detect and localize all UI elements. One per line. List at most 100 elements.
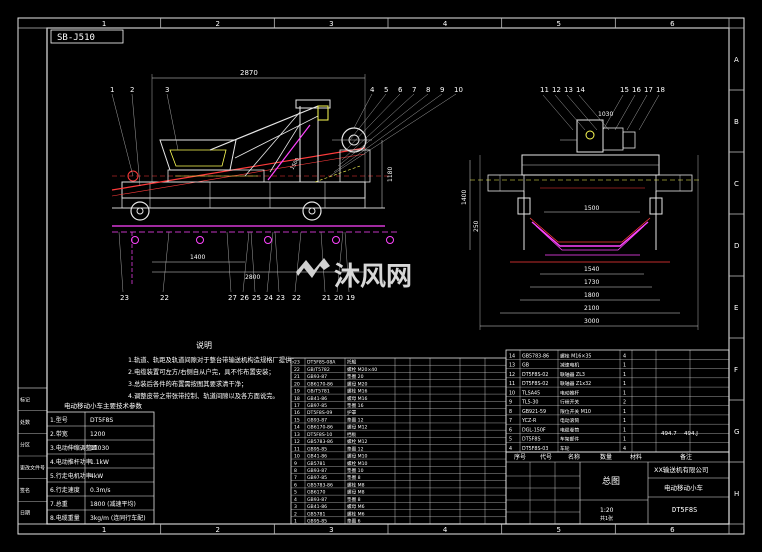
bom-right-code: DT5F8S-03 <box>522 446 548 452</box>
tb-weight-b: 494.J <box>684 431 698 437</box>
revision-label: 日期 <box>20 511 30 517</box>
row-label: C <box>734 180 739 188</box>
watermark-logo-icon <box>296 258 330 278</box>
callout-label: 9 <box>440 86 444 94</box>
bom-right-qty: 1 <box>623 427 626 433</box>
callout-label: 7 <box>412 86 416 94</box>
tb-scale: 1:20 <box>600 507 614 514</box>
bom-left-code: GB6170-86 <box>307 381 333 387</box>
spec-title: 电动移动小车主要技术参数 <box>64 401 143 410</box>
bom-right-qty: 1 <box>623 437 626 443</box>
bom-left-name: 螺栓 M6 <box>347 510 365 517</box>
bom-right-name: 车轮 <box>560 445 570 452</box>
spec-label: 4.电动推杆功率 <box>50 458 92 466</box>
callout-label: 19 <box>346 294 355 302</box>
spec-value: 1.1kW <box>90 459 109 466</box>
bom-left-index: 18 <box>294 396 300 402</box>
spec-value: 11030 <box>90 445 109 452</box>
callout-label: 18 <box>656 86 665 94</box>
spec-label: 3.电动伸缩调整距 <box>50 444 98 452</box>
bom-left-index: 11 <box>294 446 300 452</box>
tb-header: 数量 <box>600 453 612 461</box>
bom-left-index: 23 <box>294 360 300 366</box>
bom-left-code: GB6170-86 <box>307 425 333 431</box>
bom-left-index: 12 <box>294 439 300 445</box>
bom-left-code: GB5783-86 <box>307 482 333 488</box>
spec-value: 1200 <box>90 431 105 438</box>
bom-right-name: 联轴器 ZL3 <box>560 371 585 378</box>
bom-right-code: DT5F8S <box>522 437 541 443</box>
callout-label: 26 <box>240 294 249 302</box>
revision-label: 标记 <box>20 396 30 403</box>
callout-label: 6 <box>398 86 403 94</box>
bom-left-name: 螺栓 M8 <box>347 481 365 488</box>
bom-left-code: DT5F8S-09 <box>307 410 332 416</box>
dim-top-length: 2870 <box>240 69 258 77</box>
bom-left-name: 螺栓 M20×40 <box>347 366 377 373</box>
bom-right-index: 4 <box>509 446 512 452</box>
callout-label: 24 <box>264 294 273 302</box>
bom-right-qty: 2 <box>623 400 626 406</box>
bom-left-name: 垫圈 12 <box>347 445 364 452</box>
row-label: A <box>734 56 739 64</box>
spec-label: 5.行走电机功率 <box>50 472 92 480</box>
end-dim-motor: 1030 <box>598 111 613 118</box>
bom-left-name: 垫圈 20 <box>347 373 364 380</box>
bom-left-index: 13 <box>294 432 300 438</box>
callout-label: 1 <box>110 86 114 94</box>
bom-right-code: DGL-150F <box>522 427 546 433</box>
drawing-code: SB-J510 <box>57 33 95 43</box>
revision-label: 签名 <box>20 487 30 494</box>
callout-label: 2 <box>130 86 134 94</box>
bom-left-name: 螺母 M16 <box>347 395 368 402</box>
bom-left-name: 螺母 M20 <box>347 380 368 387</box>
tb-company: XX输送机有限公司 <box>654 465 708 474</box>
bom-left-index: 9 <box>294 461 297 467</box>
bom-right-index: 9 <box>509 400 512 406</box>
spec-value: 0.3m/s <box>90 487 111 494</box>
bom-right-qty: 1 <box>623 390 626 396</box>
spec-label: 1.型号 <box>50 416 68 424</box>
bom-left-code: GB97-85 <box>307 475 327 481</box>
callout-label: 4 <box>370 86 375 94</box>
tb-product: 电动移动小车 <box>664 483 704 492</box>
column-label-bottom: 1 <box>102 526 106 534</box>
row-label: B <box>734 118 739 126</box>
bom-left-name: 挡板 <box>347 431 357 438</box>
end-dim-w2: 1540 <box>584 266 599 273</box>
notes-title: 说明 <box>196 340 212 350</box>
column-label-bottom: 4 <box>443 526 448 534</box>
bom-left-code: GB5783-86 <box>307 439 333 445</box>
end-dim-w1: 1500 <box>584 205 599 212</box>
callout-label: 23 <box>120 294 129 302</box>
bom-right-index: 6 <box>509 427 512 433</box>
spec-value: 1800 (减速平均) <box>90 500 136 508</box>
bom-left-name: 垫圈 10 <box>347 467 364 474</box>
bom-right-name: 车架部件 <box>560 436 579 443</box>
column-label-top: 2 <box>216 20 220 28</box>
spec-value: DT5F8S <box>90 417 113 424</box>
bom-left-name: 螺母 M8 <box>347 489 365 496</box>
end-dim-side: 250 <box>473 220 480 232</box>
dim-wheelbase: 1400 <box>190 254 205 261</box>
notes-block: 说明 1.轨道、轨距及轨道间隙对于整台带输送机构造规格厂提供；2.电缆装置可左方… <box>128 340 298 400</box>
drawing-code-box <box>50 29 124 44</box>
bom-left-code: GB95-85 <box>307 519 327 525</box>
bom-right-qty: 1 <box>623 363 626 369</box>
bom-right-qty: 1 <box>623 409 626 415</box>
bom-right-index: 13 <box>509 363 515 369</box>
spec-label: 6.行走速度 <box>50 486 80 494</box>
bom-right-index: 10 <box>509 390 515 396</box>
callout-label: 21 <box>322 294 331 302</box>
bom-right-name: 电缆卷筒 <box>560 426 579 433</box>
spec-label: 2.带宽 <box>50 430 68 438</box>
revision-label: 更改文件号 <box>20 464 45 471</box>
bom-right-code: GB <box>522 363 529 369</box>
bom-left-code: GB5781 <box>307 461 325 467</box>
bom-left-index: 10 <box>294 454 300 460</box>
